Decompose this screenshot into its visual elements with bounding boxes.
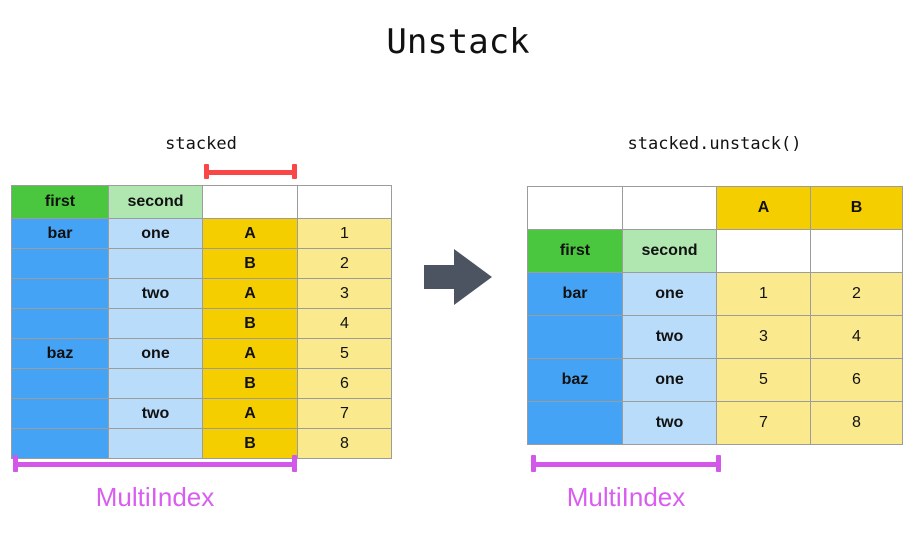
cell-second: two (622, 401, 717, 445)
table-row: baz one 5 6 (527, 358, 903, 402)
cell-second: one (108, 218, 203, 249)
cell-value: 3 (297, 278, 392, 309)
bracket-bar (204, 169, 297, 175)
header-first: first (11, 185, 109, 219)
cell-level: A (202, 338, 298, 369)
table-row: B 4 (11, 308, 392, 339)
cell-level: B (202, 368, 298, 399)
colhdr-blank-2 (622, 186, 717, 230)
cell-first (11, 248, 109, 279)
header-first: first (527, 229, 623, 273)
cell-second: two (622, 315, 717, 359)
columns-bracket (204, 164, 297, 179)
cell-level: B (202, 428, 298, 459)
bracket-cap-right (716, 455, 721, 472)
cell-b: 6 (810, 358, 903, 402)
table-row: B 2 (11, 248, 392, 279)
colhdr-b: B (810, 186, 903, 230)
cell-second (108, 308, 203, 339)
cell-a: 1 (716, 272, 811, 316)
table-row: B 6 (11, 368, 392, 399)
cell-first (11, 428, 109, 459)
cell-first: bar (11, 218, 109, 249)
cell-second: one (622, 272, 717, 316)
cell-first (11, 308, 109, 339)
table-column-header-row: A B (527, 186, 903, 230)
cell-second: two (108, 278, 203, 309)
cell-first: baz (527, 358, 623, 402)
header-blank-2 (810, 229, 903, 273)
cell-second (108, 428, 203, 459)
stacked-table: first second bar one A 1 B 2 two A 3 B (11, 185, 392, 459)
table-index-name-row: first second (527, 229, 903, 273)
cell-value: 2 (297, 248, 392, 279)
table-row: B 8 (11, 428, 392, 459)
header-blank-1 (202, 185, 298, 219)
cell-first (11, 278, 109, 309)
header-second: second (622, 229, 717, 273)
multiindex-label-left: MultiIndex (95, 482, 215, 512)
cell-second: one (108, 338, 203, 369)
cell-second: two (108, 398, 203, 429)
cell-level: A (202, 398, 298, 429)
table-row: two A 7 (11, 398, 392, 429)
cell-a: 7 (716, 401, 811, 445)
cell-b: 2 (810, 272, 903, 316)
cell-level: A (202, 218, 298, 249)
colhdr-a: A (716, 186, 811, 230)
unstacked-table: A B first second bar one 1 2 two 3 4 baz… (527, 186, 903, 445)
table-row: two 3 4 (527, 315, 903, 359)
multiindex-bracket-left (13, 455, 297, 472)
bracket-bar (531, 461, 721, 467)
colhdr-blank-1 (527, 186, 623, 230)
table-row: bar one A 1 (11, 218, 392, 249)
cell-second (108, 248, 203, 279)
stacked-caption: stacked (165, 134, 237, 154)
cell-level: A (202, 278, 298, 309)
cell-a: 3 (716, 315, 811, 359)
right-arrow-icon (424, 249, 492, 305)
cell-first: baz (11, 338, 109, 369)
page-title: Unstack (386, 22, 530, 62)
cell-level: B (202, 308, 298, 339)
header-blank-1 (716, 229, 811, 273)
cell-first (527, 315, 623, 359)
bracket-bar (13, 461, 297, 467)
table-header-row: first second (11, 185, 392, 219)
cell-value: 8 (297, 428, 392, 459)
table-row: baz one A 5 (11, 338, 392, 369)
cell-a: 5 (716, 358, 811, 402)
multiindex-bracket-right (531, 455, 721, 472)
bracket-cap-right (292, 164, 297, 179)
cell-value: 4 (297, 308, 392, 339)
table-row: two A 3 (11, 278, 392, 309)
cell-first: bar (527, 272, 623, 316)
cell-value: 7 (297, 398, 392, 429)
bracket-cap-left (531, 455, 536, 472)
cell-first (11, 398, 109, 429)
bracket-cap-left (13, 455, 18, 472)
cell-value: 6 (297, 368, 392, 399)
table-row: bar one 1 2 (527, 272, 903, 316)
cell-value: 5 (297, 338, 392, 369)
cell-first (527, 401, 623, 445)
cell-b: 8 (810, 401, 903, 445)
unstacked-caption: stacked.unstack() (627, 134, 802, 154)
header-second: second (108, 185, 203, 219)
cell-second (108, 368, 203, 399)
cell-level: B (202, 248, 298, 279)
cell-first (11, 368, 109, 399)
bracket-cap-left (204, 164, 209, 179)
cell-value: 1 (297, 218, 392, 249)
table-row: two 7 8 (527, 401, 903, 445)
header-blank-2 (297, 185, 392, 219)
cell-b: 4 (810, 315, 903, 359)
multiindex-label-right: MultiIndex (566, 482, 686, 512)
cell-second: one (622, 358, 717, 402)
bracket-cap-right (292, 455, 297, 472)
